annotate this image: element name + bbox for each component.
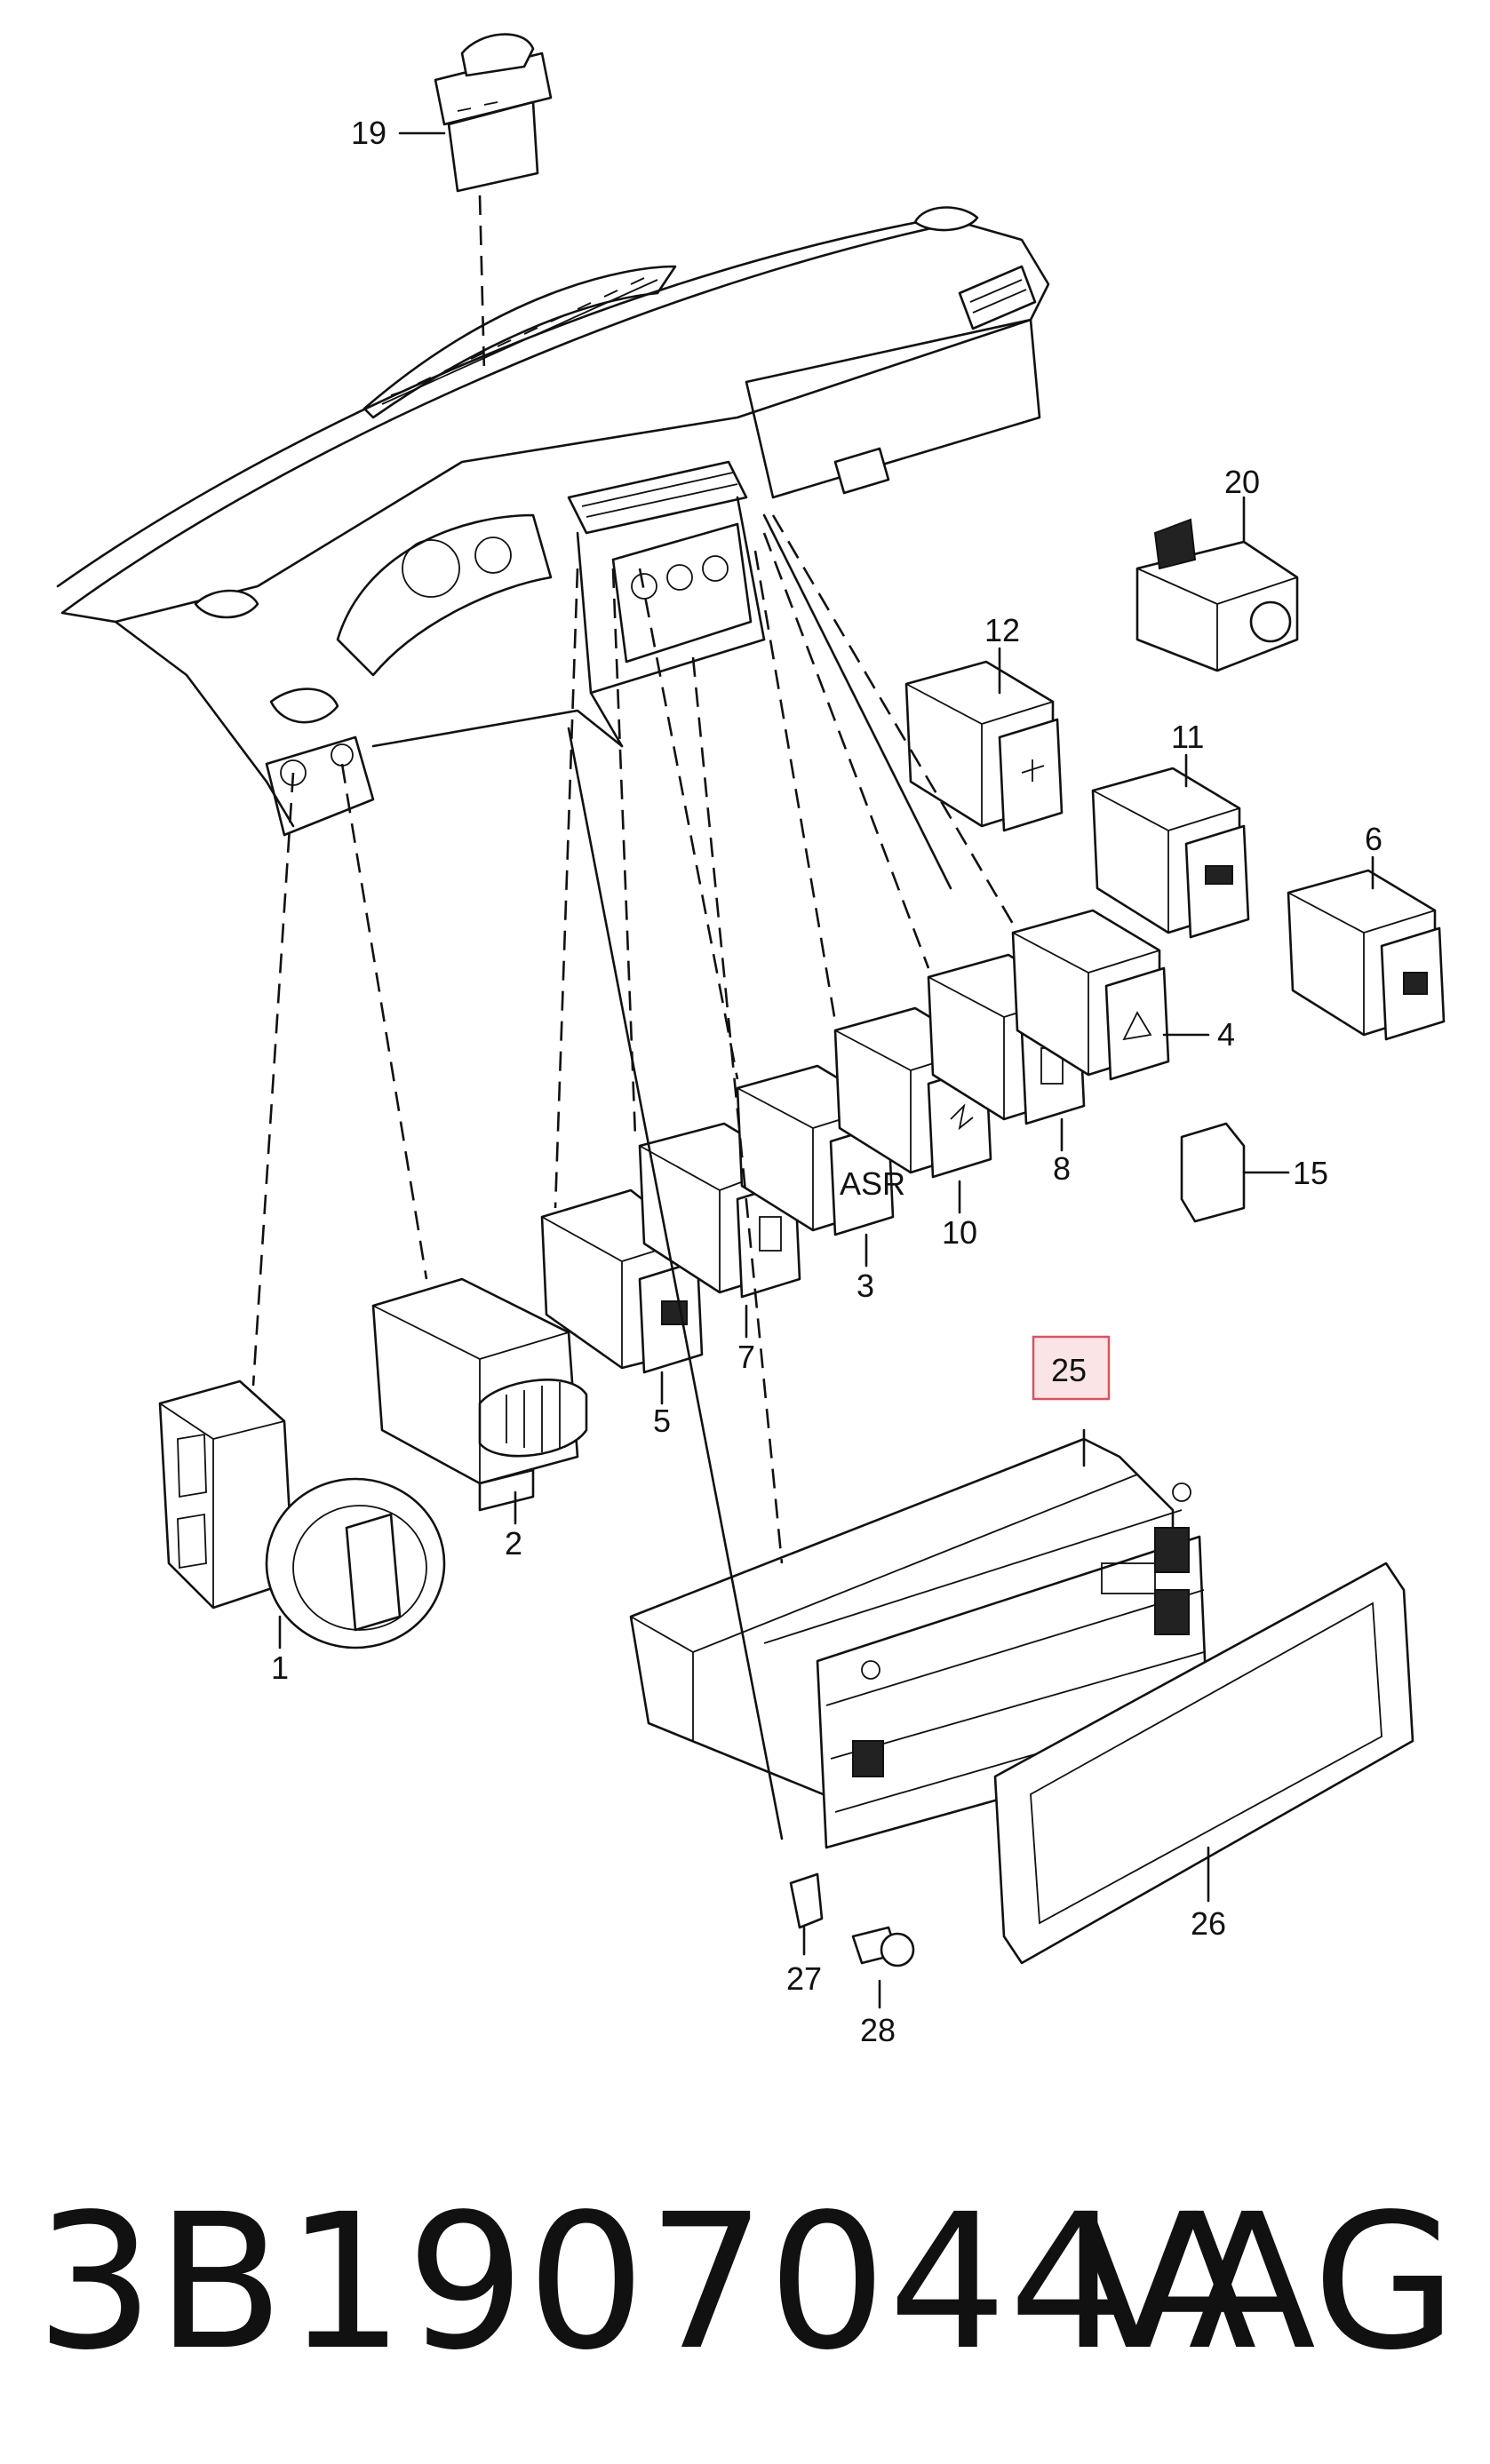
- callout-leaders: [278, 647, 1374, 1649]
- callout-2: 2: [505, 1525, 522, 1562]
- part-number: 3B1907044A: [36, 2174, 1259, 2391]
- part-28-screw: [851, 1926, 915, 2009]
- callout-26: 26: [1191, 1905, 1226, 1942]
- switch-6: [1287, 869, 1446, 1041]
- callout-10: 10: [942, 1214, 977, 1251]
- callout-19: 19: [351, 115, 386, 151]
- callout-1: 1: [271, 1649, 289, 1686]
- callout-7: 7: [737, 1339, 755, 1375]
- switch-12: [904, 660, 1064, 832]
- callout-28: 28: [860, 2012, 896, 2048]
- dashboard: [56, 206, 1050, 837]
- callout-11: 11: [1171, 719, 1204, 755]
- callout-15: 15: [1293, 1155, 1328, 1191]
- part-19-switch: [398, 33, 553, 374]
- footer: 3B1907044A VAG: [36, 2167, 1457, 2398]
- callout-25: 25: [1051, 1352, 1087, 1388]
- assembly-leaders: [251, 513, 1015, 1840]
- callout-25-highlight: [1032, 1335, 1111, 1401]
- callout-4: 4: [1217, 1016, 1235, 1053]
- part-20-switch: [1135, 496, 1299, 672]
- parts-diagram: ASR: [56, 33, 1446, 2048]
- switch-4: [1011, 909, 1170, 1081]
- callout-6: 6: [1365, 821, 1382, 857]
- brand: VAG: [1072, 2174, 1457, 2391]
- callout-12: 12: [984, 612, 1020, 648]
- callout-3: 3: [857, 1268, 874, 1304]
- part-1-light-switch: [158, 1379, 446, 1649]
- part-2-dimmer: [371, 1277, 588, 1512]
- callout-5: 5: [653, 1403, 671, 1439]
- part-15-cap: [1180, 1122, 1290, 1223]
- part-26-frame: [993, 1562, 1414, 1965]
- callout-8: 8: [1053, 1150, 1071, 1187]
- part-27-clip: [789, 1872, 824, 1956]
- asr-label: ASR: [840, 1165, 905, 1202]
- callout-labels: 19 20 12 11 6 4 15 8 10 3 7 5 2 1 25 26 …: [271, 115, 1382, 2048]
- callout-20: 20: [1224, 464, 1260, 500]
- callout-27: 27: [786, 1960, 822, 1997]
- switch-11: [1091, 767, 1250, 939]
